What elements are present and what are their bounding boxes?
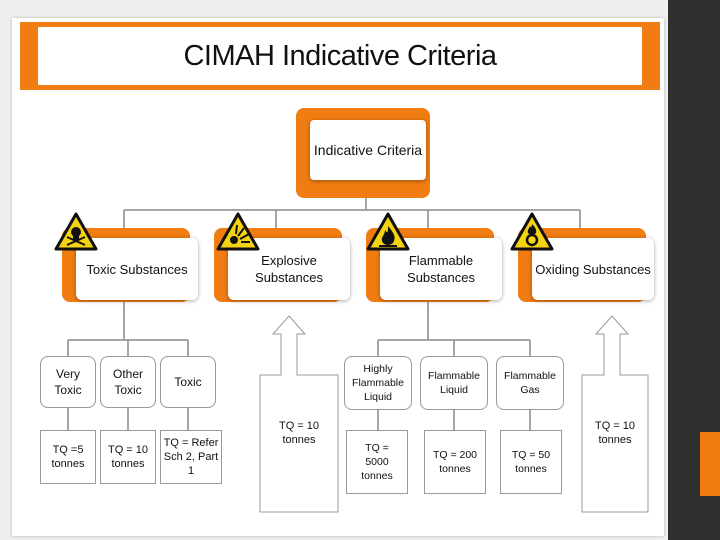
subtype-label: Highly Flammable Liquid [352,363,404,403]
threshold-flammable-gas: TQ = 50 tonnes [500,430,562,494]
subtype-highly-flammable-liquid: Highly Flammable Liquid [344,356,412,410]
threshold-label: TQ = Refer Sch 2, Part 1 [163,437,219,477]
category-label: Flammable Substances [407,253,475,285]
threshold-label: TQ = 50 tonnes [511,449,551,475]
title-band: CIMAH Indicative Criteria [20,22,660,90]
skull-crossbones-warning-icon [54,212,98,251]
threshold-label: TQ = 10 tonnes [594,420,636,446]
threshold-toxic: TQ = Refer Sch 2, Part 1 [160,430,222,484]
category-toxic-substances: Toxic Substances [76,238,198,300]
flame-over-circle-warning-icon [510,212,554,251]
title-box: CIMAH Indicative Criteria [38,27,642,85]
page-title: CIMAH Indicative Criteria [183,39,497,72]
threshold-label: TQ = 10 tonnes [107,444,149,470]
threshold-label: TQ = 200 tonnes [432,449,478,475]
subtype-other-toxic: Other Toxic [100,356,156,408]
threshold-flammable-liquid: TQ = 200 tonnes [424,430,486,494]
category-label: Toxic Substances [86,261,188,277]
root-indicative-criteria: Indicative Criteria [310,120,426,180]
subtype-toxic: Toxic [160,356,216,408]
right-accent-block [700,432,720,496]
flame-warning-icon [366,212,410,251]
threshold-label: TQ =5 tonnes [51,444,85,470]
category-label: Oxiding Substances [535,261,651,277]
category-flammable-substances: Flammable Substances [380,238,502,300]
subtype-flammable-liquid: Flammable Liquid [420,356,488,410]
subtype-very-toxic: Very Toxic [40,356,96,408]
subtype-flammable-gas: Flammable Gas [496,356,564,410]
threshold-highly-flammable-liquid: TQ = 5000 tonnes [346,430,408,494]
subtype-label: Flammable Gas [504,370,556,396]
threshold-label: TQ = 10 tonnes [278,420,320,446]
exploding-bomb-warning-icon [216,212,260,251]
threshold-other-toxic: TQ = 10 tonnes [100,430,156,484]
root-label: Indicative Criteria [313,141,423,158]
threshold-explosive: TQ = 10 tonnes [262,416,336,450]
threshold-oxiding: TQ = 10 tonnes [584,416,646,450]
threshold-label: TQ = 5000 tonnes [361,442,393,482]
subtype-label: Other Toxic [112,367,143,397]
subtype-label: Toxic [174,375,202,389]
threshold-very-toxic: TQ =5 tonnes [40,430,96,484]
subtype-label: Flammable Liquid [428,370,480,396]
subtype-label: Very Toxic [54,367,82,397]
category-label: Explosive Substances [255,253,323,285]
